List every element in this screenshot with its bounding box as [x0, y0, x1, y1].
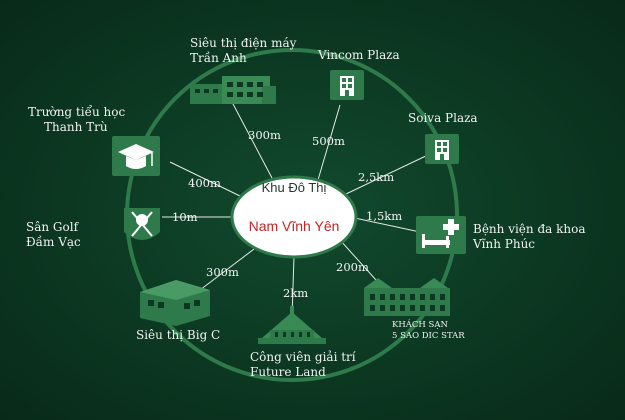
supermarket-icon [140, 280, 210, 326]
hotel-icon [364, 278, 450, 316]
amenity-label-vincom: Vincom Plaza [318, 48, 400, 62]
building-icon [425, 134, 459, 164]
distance-label-tran-anh: 300m [248, 128, 281, 142]
distance-label-hospital: 1,5km [366, 209, 403, 223]
golf-icon [124, 208, 160, 240]
distance-label-hotel: 200m [336, 260, 369, 274]
distance-label-park: 2km [283, 286, 309, 300]
hospital-icon [416, 216, 466, 254]
center-badge [230, 175, 358, 259]
center-title-line1: Khu Đô Thị [261, 180, 327, 195]
distance-label-big-c: 300m [206, 265, 239, 279]
center-title-line2: Nam Vĩnh Yên [248, 218, 340, 234]
building-icon [330, 70, 364, 100]
distance-label-school: 400m [188, 176, 221, 190]
distance-label-soiva: 2,5km [358, 170, 395, 184]
park-icon [258, 306, 326, 344]
distance-label-golf: 10m [172, 210, 198, 224]
amenity-label-soiva: Soiva Plaza [408, 111, 478, 125]
amenity-label-big-c: Siêu thị Big C [136, 328, 221, 342]
store-building-icon [190, 76, 276, 104]
graduation-cap-icon [112, 136, 160, 176]
distance-label-vincom: 500m [312, 134, 345, 148]
